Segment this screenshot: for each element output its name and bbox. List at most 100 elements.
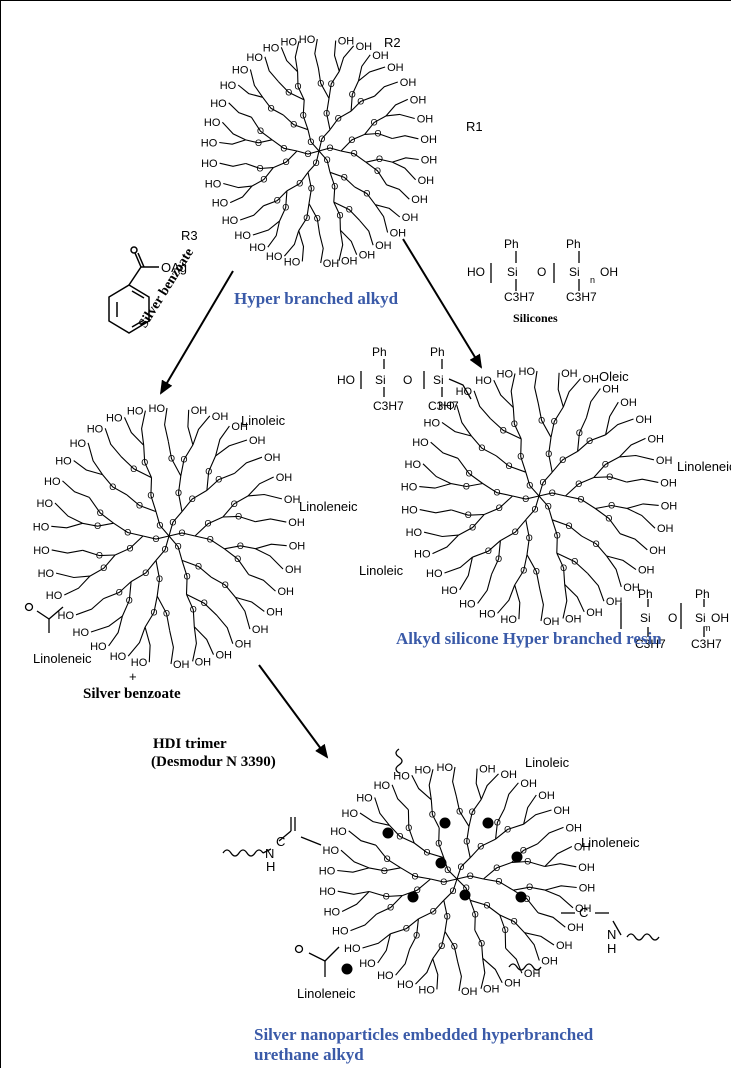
carbonyl-c-left: C [276,834,286,849]
hydroxyl-label: OH [289,541,306,553]
ester-oxygen-label: O [314,214,321,224]
ester-oxygen-label: O [463,883,470,893]
ester-oxygen-label: O [351,149,358,159]
ester-oxygen-label: O [522,494,529,504]
hydroxyl-label: HO [519,366,536,378]
bond [144,626,151,663]
ester-oxygen-label: O [204,519,211,529]
hydroxyl-label: HO [426,568,443,580]
hyperbranched-alkyd-label: Hyper branched alkyd [234,289,399,308]
bond [221,121,246,141]
bond [350,95,375,112]
ester-oxygen-label: O [207,535,214,545]
amine-h-right: H [607,941,617,956]
bond [577,434,606,452]
ester-oxygen-label: O [326,143,333,153]
hydroxyl-label: OH [567,922,584,934]
ester-oxygen-label: O [96,551,103,561]
hydroxyl-label: HO [222,215,239,227]
bond [333,40,340,72]
bond [505,947,523,974]
hydroxyl-label: OH [538,790,555,802]
ester-oxygen-label: O [180,455,187,465]
hydroxyl-label: OH [266,606,283,618]
bond [64,575,91,596]
hydroxyl-label: HO [332,926,349,938]
ester-oxygen-label: O [526,882,533,892]
bond [512,407,522,440]
hydroxyl-label: OH [543,616,560,628]
ester-oxygen-label: O [150,607,157,617]
ester-oxygen-label: O [168,454,175,464]
bond [282,114,309,131]
hydroxyl-label: OH [411,194,428,206]
ester-oxygen-label: O [346,205,353,215]
bond [430,878,458,883]
hydroxyl-label: HO [246,52,263,64]
hydroxyl-label: HO [412,437,429,449]
ester-oxygen-label: O [505,461,512,471]
hydroxyl-label: HO [201,138,218,150]
bond [626,503,659,509]
bond [500,519,527,542]
hydroxyl-label: HO [319,866,336,878]
bond [286,171,309,192]
hydroxyl-label: HO [73,627,90,639]
hydroxyl-label: HO [401,482,418,494]
ester-oxygen-label: O [511,917,518,927]
bond [177,475,183,512]
hydroxyl-label: OH [418,175,435,187]
bond [82,522,114,527]
nanoparticle [511,851,523,863]
bond [539,588,544,622]
hydroxyl-label: OH [216,650,233,662]
bond [407,809,415,844]
nanoparticle [341,963,353,975]
bond [538,495,553,520]
hydroxyl-label: HO [323,845,340,857]
bond [400,867,431,880]
hydroxyl-label: HO [212,198,229,210]
bond [594,508,621,535]
bond [222,515,256,523]
ester-oxygen-label: O [100,563,107,573]
ester-oxygen-label: O [237,541,244,551]
ester-oxygen-label: O [313,158,320,168]
hydroxyl-label: OH [606,596,623,608]
bond [82,549,116,557]
ester-oxygen-label: O [517,452,524,462]
ester-oxygen-label: O [156,520,163,530]
bond [215,439,248,457]
ester-oxygen-label: O [559,455,566,465]
bond [169,630,174,665]
bond [495,823,524,840]
bond [392,161,417,181]
hydroxyl-label: HO [232,65,249,77]
ester-oxygen-label: O [469,807,476,817]
bond [418,899,445,920]
bond [155,535,170,561]
bond [544,885,577,891]
bond [525,495,540,521]
bond [314,38,319,69]
ester-oxygen-label: O [274,196,281,206]
bond [181,489,208,512]
ester-oxygen-label: O [523,894,530,904]
ester-oxygen-label: O [195,562,202,572]
hydroxyl-label: OH [620,397,637,409]
c3h7-label-1: C3H7 [504,290,535,304]
bond [283,230,300,257]
ester-oxygen-label: O [560,563,567,573]
ester-oxygen-label: O [494,817,501,827]
hydroxyl-label: OH [212,411,229,423]
final-product-label-line1: Silver nanoparticles embedded hyperbranc… [254,1025,594,1044]
bond [278,81,305,101]
hydroxyl-label: HO [418,984,435,996]
bond [155,511,170,537]
bond [130,560,157,583]
ester-oxygen-label: O [318,134,325,144]
bond [150,477,157,512]
ester-oxygen-label: O [413,931,420,941]
bond [216,614,234,644]
ester-oxygen-label: O [152,534,159,544]
